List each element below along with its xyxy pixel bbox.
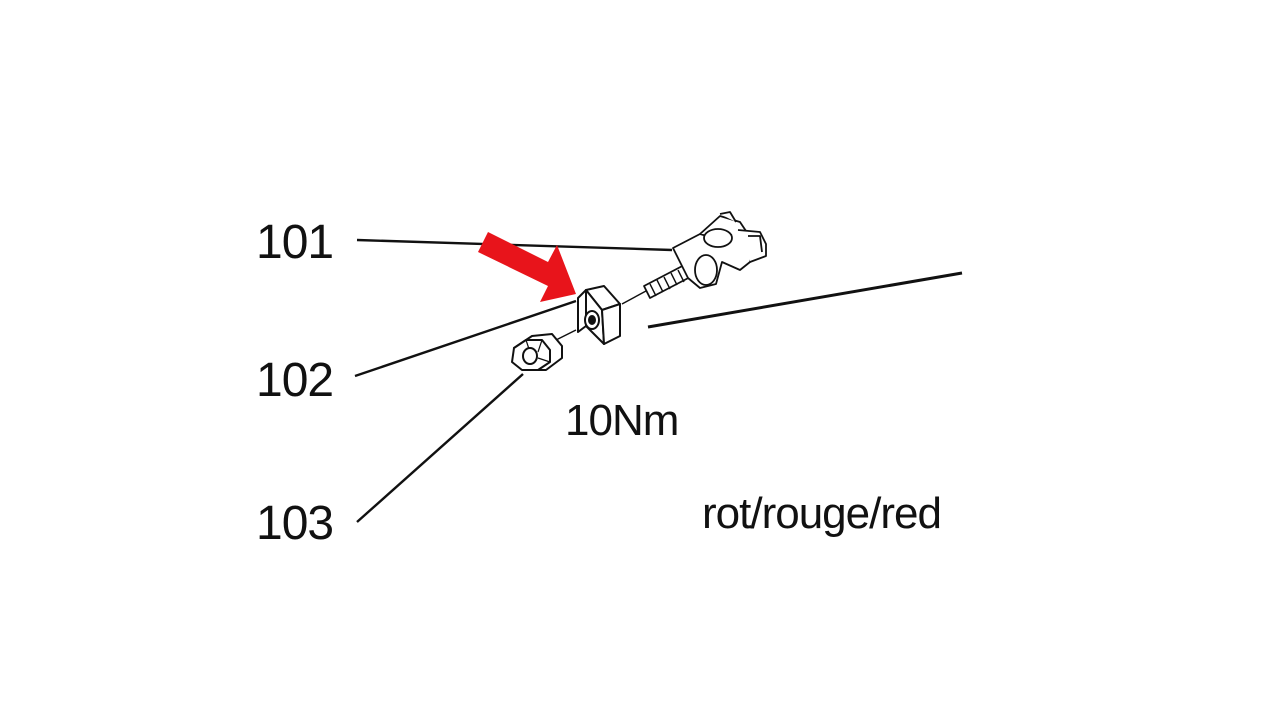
callout-label-103: 103: [256, 497, 334, 550]
torque-label: 10Nm: [565, 396, 679, 445]
callout-label-102: 102: [256, 354, 334, 407]
leader-line-103: [356, 373, 524, 523]
callout-label-101: 101: [256, 216, 334, 269]
battery-terminal-clamp: [643, 211, 767, 299]
wire-color-label: rot/rouge/red: [702, 489, 942, 538]
leader-line-101: [356, 238, 673, 252]
red-pointer-arrow: [478, 232, 576, 302]
red-cable-line: [647, 271, 963, 329]
leader-line-102: [354, 299, 577, 378]
assembly-axis-line-2: [621, 290, 647, 305]
square-nut: [577, 285, 621, 345]
hex-nut: [511, 333, 563, 371]
